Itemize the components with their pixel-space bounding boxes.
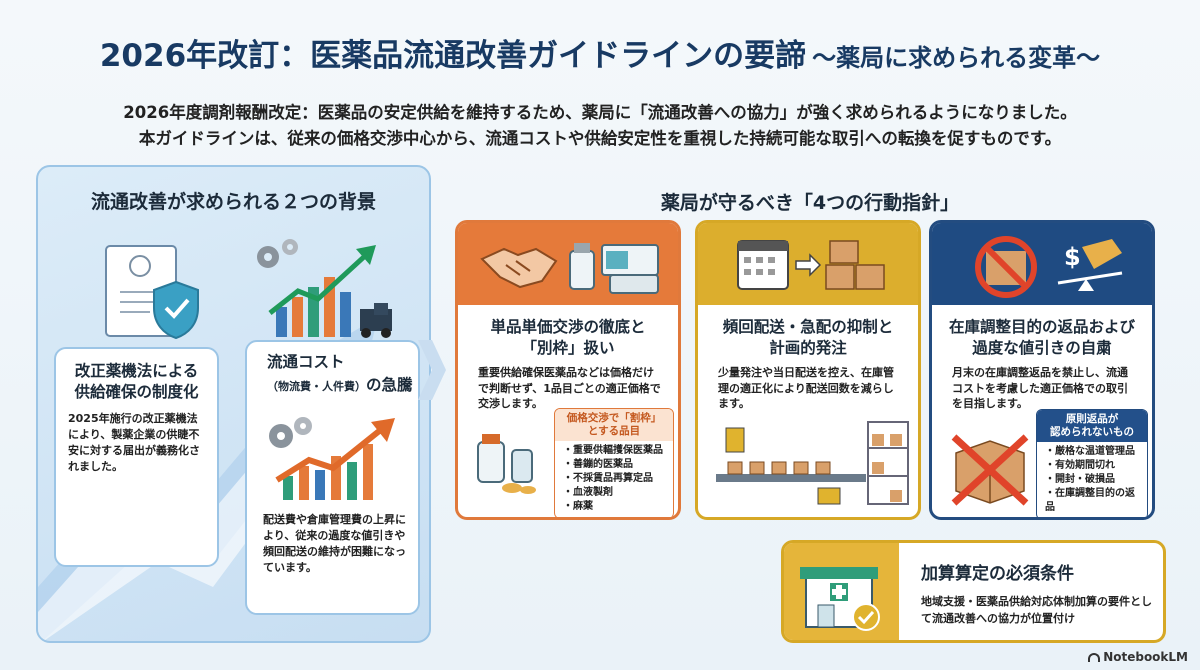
intro-line-1: 2026年度調剤報酬改定：医薬品の安定供給を維持するため、薬局に「流通改善への協…	[123, 103, 1077, 122]
svg-text:$: $	[1064, 243, 1081, 271]
list-item: 善鏰的医薬品	[563, 458, 667, 472]
requirement-title: 加算算定の必須条件	[921, 564, 1074, 584]
guideline-card-2-body: 少量発注や当日配送を控え、在庫管理の適正化により配送回数を減らします。	[718, 366, 894, 410]
medicine-bottles-icon	[477, 434, 536, 494]
guideline-card-1-title: 単品単価交渉の徹底と 「別枠」扱い	[490, 318, 646, 357]
page-title: 2026年改訂：医薬品流通改善ガイドラインの要諦〜薬局に求められる変革〜	[0, 30, 1200, 75]
cost-card-subtitle: （物流費・人件費）の急騰	[267, 376, 413, 394]
page-title-main: 2026年改訂：医薬品流通改善ガイドラインの要諦	[99, 38, 807, 74]
guideline-card-2-title: 頻回配送・急配の抑制と 計画的発注	[722, 318, 894, 357]
non-returnable-box: 原則返品が 認められないもの 厳格な温道管理品 有効期間切れ 開封・破損品 在庫…	[1036, 409, 1148, 517]
guideline-card-3-body: 月末の在庫調整返品を禁止し、流通コストを考慮した適正価格での取引を目指します。	[952, 366, 1128, 410]
cost-card: 流通コスト （物流費・人件費）の急騰 配送費や倉庫管理費の上昇により、従来の過度…	[245, 340, 420, 615]
guideline-card-1: 単品単価交渉の徹底と 「別枠」扱い 重要供給確保医薬品などは価格だけで判断せず、…	[455, 220, 681, 520]
guideline-card-1-band	[458, 223, 678, 305]
background-panel: 流通改善が求められる２つの背景 改正薬機法による 供給確保の制度化 2025年施…	[36, 165, 431, 643]
intro-text: 2026年度調剤報酬改定：医薬品の安定供給を維持するため、薬局に「流通改善への協…	[0, 100, 1200, 152]
warehouse-conveyor-icon	[716, 421, 909, 505]
rising-cost-chart-icon	[257, 239, 392, 338]
no-return-price-tag-icon: $	[975, 236, 1123, 298]
pharmacy-check-icon	[800, 567, 880, 631]
crossed-out-box-icon	[951, 434, 1029, 506]
guidelines-title: 薬局が守るべき「4つの行動指針」	[660, 192, 960, 214]
cost-increase-chart-icon	[269, 417, 395, 500]
requirement-card-band	[784, 543, 899, 640]
law-card-body: 2025年施行の改正薬機法により、製薬企業の供睫不安に対する届出が義務化されまし…	[68, 412, 200, 473]
negotiation-exception-box: 価格交渉で「割枠」 とする品目 重要供輻擭保医薬品 善鏰的医薬品 不採賃品再算定…	[554, 408, 674, 517]
background-title: 流通改善が求められる２つの背景	[90, 191, 376, 213]
page-title-sub: 〜薬局に求められる変革〜	[812, 44, 1101, 72]
negotiation-exception-header: 価格交渉で「割枠」 とする品目	[555, 409, 673, 441]
list-item: 重要供輻擭保医薬品	[563, 444, 667, 458]
law-document-shield-icon	[105, 245, 199, 340]
list-item: 有効期間切れ	[1045, 459, 1141, 473]
cost-card-title: 流通コスト	[267, 353, 345, 371]
list-item: 血液製剤	[563, 486, 667, 500]
law-card: 改正薬機法による 供給確保の制度化 2025年施行の改正薬機法により、製薬企業の…	[54, 347, 219, 567]
guideline-card-2: 頻回配送・急配の抑制と 計画的発注 少量発注や当日配送を控え、在庫管理の適正化に…	[695, 220, 921, 520]
list-item: 在庫調整目的の返品	[1045, 487, 1141, 515]
non-returnable-header: 原則返品が 認められないもの	[1037, 410, 1147, 442]
list-item: 厳格な温道管理品	[1045, 445, 1141, 459]
list-item: 開封・破損品	[1045, 473, 1141, 487]
list-item: 不採賃品再算定品	[563, 472, 667, 486]
flow-chevron-icon	[418, 340, 446, 400]
requirement-body: 地域支援・医薬品供給対応体制加算の要件として流通改善への協力が位置付け	[921, 595, 1152, 625]
list-item: 麻薬	[563, 500, 667, 514]
notebooklm-logo-icon	[1088, 653, 1101, 662]
requirement-card: 加算算定の必須条件 地域支援・医薬品供給対応体制加算の要件として流通改善への協力…	[781, 540, 1166, 643]
guideline-card-3-band: $	[932, 223, 1152, 305]
guideline-card-3: $ 在庫調整目的の返品および 過度な値引きの自粛 月末の在庫調整返品を禁止し、流…	[929, 220, 1155, 520]
law-card-title: 改正薬機法による 供給確保の制度化	[74, 362, 199, 401]
intro-line-2: 本ガイドラインは、従来の価格交渉中心から、流通コストや供給安定性を重視した持続可…	[138, 129, 1062, 148]
cost-card-body: 配送費や倉庫管理費の上昇により、従来の過度な値引きや頻回配送の維持が困難になって…	[263, 513, 406, 574]
footer-brand: NotebookLM	[1088, 650, 1188, 664]
calendar-boxes-icon	[737, 240, 885, 290]
guideline-card-2-band	[698, 223, 918, 305]
guideline-card-3-title: 在庫調整目的の返品および 過度な値引きの自粛	[948, 318, 1135, 357]
handshake-medicine-icon	[480, 243, 659, 294]
guideline-card-1-body: 重要供給確保医薬品などは価格だけで判断せず、1品目ごとの適正価格で交渉します。	[478, 366, 661, 410]
